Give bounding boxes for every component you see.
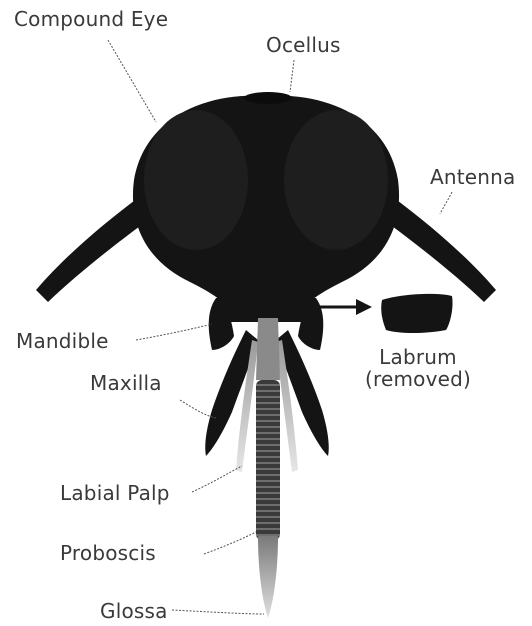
label-labial-palp: Labial Palp bbox=[60, 482, 170, 504]
proboscis bbox=[256, 380, 280, 540]
labrum-shape bbox=[381, 294, 452, 333]
leader-ocellus bbox=[290, 60, 294, 92]
compound-eye-left bbox=[144, 110, 248, 250]
glossa bbox=[258, 536, 278, 618]
label-labrum-note: (removed) bbox=[352, 368, 484, 390]
leader-antenna bbox=[440, 192, 452, 214]
label-proboscis: Proboscis bbox=[60, 542, 156, 564]
leader-compound-eye bbox=[108, 40, 156, 122]
label-ocellus: Ocellus bbox=[266, 34, 341, 56]
leader-labial-palp bbox=[192, 466, 242, 492]
label-glossa: Glossa bbox=[100, 600, 168, 622]
labrum-arrow-head bbox=[356, 299, 372, 315]
label-labrum: Labrum bbox=[372, 346, 464, 368]
leader-mandible bbox=[136, 324, 212, 340]
proboscis-base bbox=[256, 318, 280, 380]
leader-proboscis bbox=[204, 532, 256, 554]
compound-eye-right bbox=[284, 110, 388, 250]
ocellus bbox=[244, 92, 292, 104]
label-mandible: Mandible bbox=[16, 330, 109, 352]
leader-glossa bbox=[172, 610, 264, 614]
label-antenna: Antenna bbox=[430, 166, 516, 188]
label-maxilla: Maxilla bbox=[90, 372, 162, 394]
label-compound-eye: Compound Eye bbox=[14, 8, 168, 30]
